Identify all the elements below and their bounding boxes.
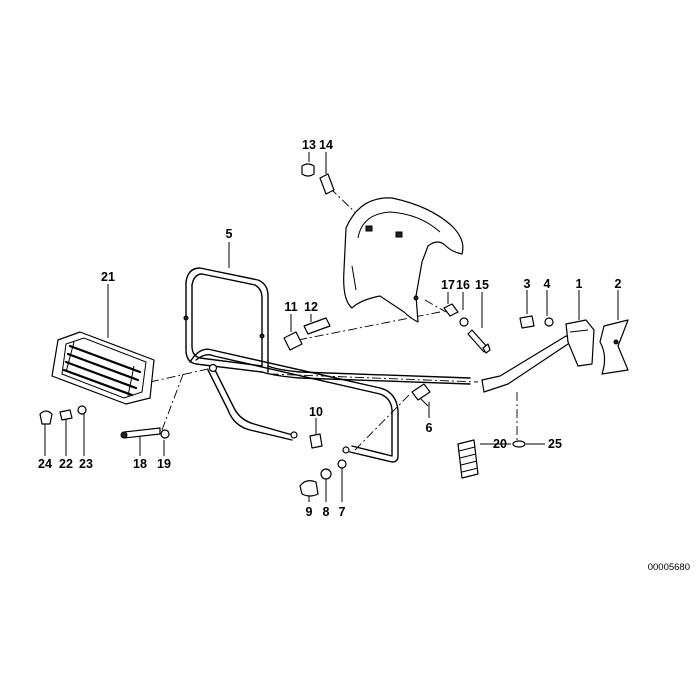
rack-grid-part: [51, 331, 155, 405]
callout-6: 6: [426, 421, 433, 435]
callout-10: 10: [309, 405, 323, 419]
spring-clip-part: [411, 383, 431, 407]
fender-bracket-part: [343, 197, 464, 323]
callout-16: 16: [456, 278, 470, 292]
callout-1: 1: [576, 277, 583, 291]
callout-9: 9: [306, 505, 313, 519]
callout-25: 25: [548, 437, 562, 451]
callout-15: 15: [475, 278, 489, 292]
callout-20: 20: [493, 437, 507, 451]
callout-12: 12: [304, 300, 318, 314]
callout-19: 19: [157, 457, 171, 471]
callout-2: 2: [615, 277, 622, 291]
callout-5: 5: [226, 227, 233, 241]
callout-4: 4: [544, 277, 551, 291]
bolt-washer-nut-part: [443, 303, 491, 354]
callout-14: 14: [319, 138, 333, 152]
callout-22: 22: [59, 457, 73, 471]
grommet-part: [301, 163, 335, 195]
rack-frame-part: [183, 267, 471, 463]
cap-washer-part: [299, 433, 347, 497]
rubber-bellow-part: [457, 439, 526, 479]
diagram-reference-number: 00005680: [648, 562, 690, 573]
callout-18: 18: [133, 457, 147, 471]
callout-24: 24: [38, 457, 52, 471]
callout-17: 17: [441, 278, 455, 292]
callout-21: 21: [101, 270, 115, 284]
callout-8: 8: [323, 505, 330, 519]
small-fasteners-part: [39, 405, 170, 439]
callout-23: 23: [79, 457, 93, 471]
callout-labels: 1 2 3 4 5 6 7 8 9 10 11 12 13 14 15 16 1…: [38, 138, 621, 519]
callout-3: 3: [524, 277, 531, 291]
stand-bracket-part: [481, 315, 629, 393]
callout-13: 13: [302, 138, 316, 152]
buffer-part: [283, 317, 331, 351]
callout-7: 7: [339, 505, 346, 519]
callout-11: 11: [284, 300, 297, 314]
leader-lines: [44, 152, 619, 502]
